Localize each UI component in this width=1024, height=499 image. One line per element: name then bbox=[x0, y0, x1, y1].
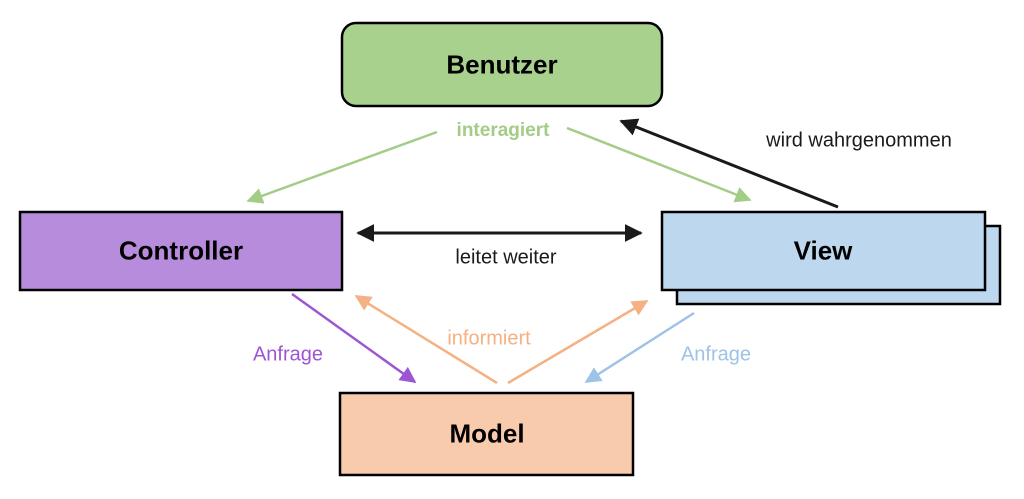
controller-node-box bbox=[18, 210, 344, 292]
edge-model-to-view-arrow bbox=[507, 299, 649, 385]
edge-label-anfrage-view: Anfrage bbox=[680, 343, 752, 366]
edge-benutzer-to-controller-arrow bbox=[246, 130, 438, 204]
model-node-label: Model bbox=[449, 418, 525, 449]
edge-benutzer-to-view-arrow bbox=[566, 126, 752, 203]
edge-label-interagiert: interagiert bbox=[456, 120, 550, 141]
edge-label-wird-wahrgenommen: wird wahrgenommen bbox=[766, 129, 952, 152]
edge-label-leitet-weiter: leitet weiter bbox=[455, 246, 557, 269]
controller-node-label: Controller bbox=[118, 235, 244, 266]
benutzer-node-label: Benutzer bbox=[446, 49, 558, 80]
edge-model-to-controller-arrow bbox=[354, 294, 498, 385]
edge-view-to-benutzer-arrow bbox=[619, 118, 839, 209]
edge-view-to-model-arrow bbox=[584, 311, 695, 384]
view-node-box bbox=[660, 210, 987, 292]
edge-controller-to-model-arrow bbox=[291, 292, 417, 384]
view-node-label: View bbox=[793, 235, 853, 266]
benutzer-node-box bbox=[340, 21, 664, 108]
model-node-box bbox=[338, 391, 635, 477]
edge-label-anfrage-controller: Anfrage bbox=[252, 343, 324, 366]
edge-label-informiert: informiert bbox=[447, 327, 531, 350]
